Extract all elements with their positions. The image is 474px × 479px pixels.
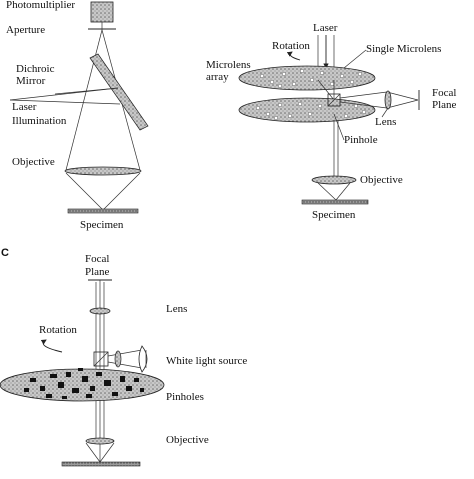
objective-label-a: Objective: [12, 156, 55, 168]
panel-letter-c: C: [1, 247, 9, 259]
lens-b: [384, 90, 392, 110]
dichroic-mirror-label-line1: Dichroic: [16, 63, 55, 75]
lens-label-b: Lens: [375, 116, 396, 128]
focal-plane-label-c-line2: Plane: [85, 266, 110, 278]
rotation-label-c: Rotation: [39, 324, 77, 336]
pinhole-label: Pinhole: [344, 134, 378, 146]
pinholes-label: Pinholes: [166, 391, 204, 403]
objective-label-b: Objective: [360, 174, 403, 186]
lens-label-c: Lens: [166, 303, 187, 315]
laser-label-b: Laser: [313, 22, 338, 34]
specimen-label-a: Specimen: [80, 219, 124, 231]
photomultiplier-label: Photomultiplier: [6, 0, 75, 11]
panel-a: Photomultiplier Aperture Dichroic Mirror…: [6, 0, 149, 231]
focal-plane-label-b-line2: Plane: [432, 99, 457, 111]
pinhole-pattern-c: [24, 368, 144, 399]
single-microlens-label: Single Microlens: [366, 43, 441, 55]
beam-splitter-b: [327, 93, 341, 107]
specimen-label-b: Specimen: [312, 209, 356, 221]
pinhole-disk: [238, 97, 376, 123]
beam-splitter-c: [93, 351, 109, 367]
objective-lens-b: [311, 175, 357, 185]
rotation-arrow-c: [40, 339, 63, 353]
specimen-slide-b: [301, 199, 369, 205]
white-light-source-label: White light source: [166, 355, 247, 367]
panel-c: C Focal Plane Lens Rotation White light …: [0, 247, 247, 467]
microlens-array-disk: [238, 65, 376, 91]
laser-illumination-label-line1: Laser: [12, 101, 37, 113]
microlens-dots: [260, 68, 363, 88]
specimen-slide-a: [67, 208, 139, 214]
aperture-label: Aperture: [6, 24, 45, 36]
specimen-slide-c: [61, 461, 141, 467]
condenser-lens-c: [114, 350, 122, 368]
microlens-array-label-line1: Microlens: [206, 59, 251, 71]
panel-b: Laser Rotation Single Microlens Microlen…: [206, 22, 457, 221]
lens-c: [89, 307, 111, 315]
objective-lens-a: [64, 166, 142, 176]
rotation-arrow-b: [286, 51, 301, 61]
microlens-array-label-line2: array: [206, 71, 229, 83]
dichroic-mirror-label-line2: Mirror: [16, 75, 46, 87]
laser-illumination-label-line2: Illumination: [12, 115, 67, 127]
photomultiplier-box: [90, 1, 114, 23]
pinholes-disk: [0, 368, 165, 402]
objective-label-c: Objective: [166, 434, 209, 446]
dichroic-mirror: [89, 53, 149, 131]
focal-plane-label-c-line1: Focal: [85, 253, 109, 265]
objective-lens-c: [85, 437, 115, 445]
focal-plane-label-b-line1: Focal: [432, 87, 456, 99]
rotation-label-b: Rotation: [272, 40, 310, 52]
pinhole-dots: [256, 101, 367, 120]
